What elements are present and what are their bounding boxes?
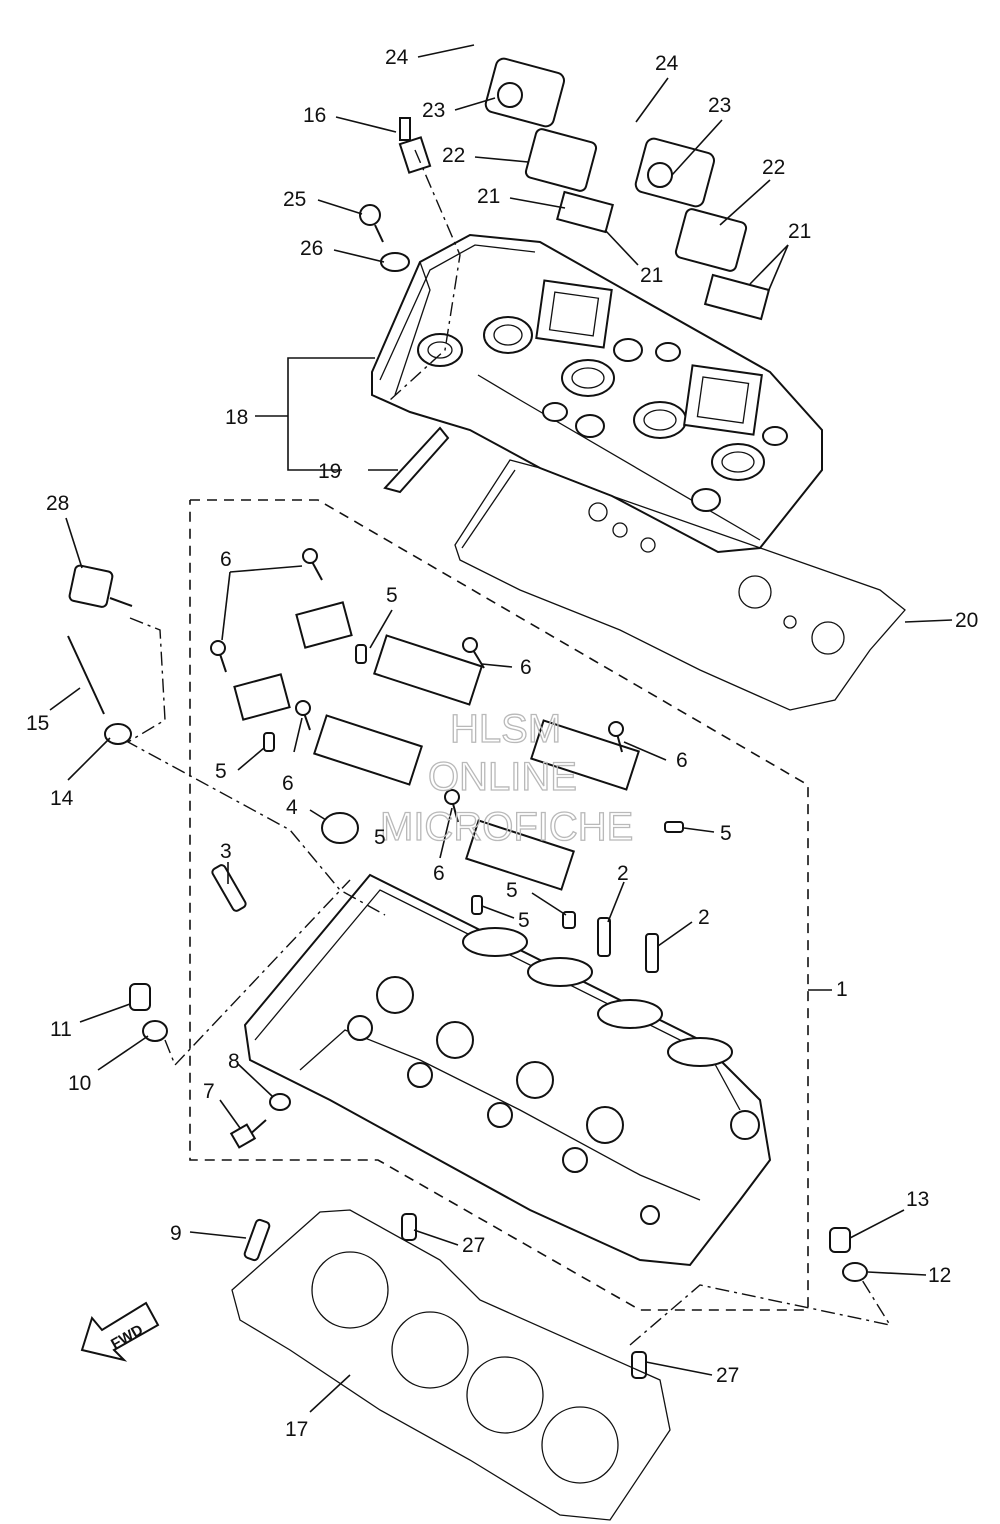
head-cover — [371, 233, 823, 554]
ignition-coils — [484, 57, 715, 208]
callout-21c: 21 — [788, 220, 811, 243]
spark-plug — [398, 117, 432, 174]
callout-6e: 6 — [433, 862, 445, 885]
watermark-line-3: MICROFICHE — [380, 805, 633, 849]
cap-bolts — [210, 548, 624, 823]
coil-gaskets — [524, 128, 748, 272]
bolt-7-washer-8 — [229, 1093, 291, 1149]
callout-25: 25 — [283, 188, 306, 211]
callout-23b: 23 — [708, 94, 731, 117]
callout-19: 19 — [318, 460, 341, 483]
callout-18: 18 — [225, 406, 248, 429]
callout-17: 17 — [285, 1418, 308, 1441]
callout-21a: 21 — [477, 185, 500, 208]
callout-12: 12 — [928, 1264, 951, 1287]
callout-11: 11 — [50, 1018, 72, 1041]
callout-2b: 2 — [698, 906, 710, 929]
leader-lines — [49, 44, 953, 1413]
callout-15: 15 — [26, 712, 49, 735]
stud-3 — [211, 864, 247, 912]
callout-2a: 2 — [617, 862, 629, 885]
head-cover-gasket — [454, 459, 906, 711]
dowel-pins — [263, 644, 684, 929]
callout-27b: 27 — [716, 1364, 739, 1387]
watermark-line-2: ONLINE — [428, 755, 577, 799]
fwd-arrow-icon: FWD — [80, 1301, 160, 1362]
stud-2b — [645, 933, 659, 973]
stud-2a — [597, 917, 611, 957]
callout-5e: 5 — [518, 909, 530, 932]
oil-bolt — [68, 564, 133, 608]
stud-bolt — [67, 635, 105, 715]
callout-7: 7 — [203, 1080, 215, 1103]
callout-24b: 24 — [655, 52, 679, 75]
callout-1: 1 — [836, 978, 848, 1001]
callout-6c: 6 — [282, 772, 294, 795]
dowel-27a — [401, 1213, 417, 1241]
callout-24a: 24 — [385, 46, 409, 69]
callout-13: 13 — [906, 1188, 929, 1211]
callout-4: 4 — [286, 796, 298, 819]
callout-5c: 5 — [720, 822, 732, 845]
stud-9 — [243, 1218, 271, 1262]
cover-bolt-and-washer — [359, 204, 410, 272]
callout-22a: 22 — [442, 144, 465, 167]
cap-11-washer-10 — [129, 983, 168, 1042]
cylinder-head-gasket — [231, 1209, 671, 1521]
callout-16: 16 — [303, 104, 326, 127]
callout-6b: 6 — [520, 656, 532, 679]
callout-3: 3 — [220, 840, 232, 863]
callout-22b: 22 — [762, 156, 785, 179]
callout-5f: 5 — [374, 826, 386, 849]
washer-14 — [104, 723, 132, 745]
callout-23a: 23 — [422, 99, 445, 122]
dowel-27b — [631, 1351, 647, 1379]
callout-20: 20 — [955, 609, 978, 632]
callout-28: 28 — [46, 492, 69, 515]
plug-13-washer-12 — [829, 1227, 868, 1282]
callout-27a: 27 — [462, 1234, 485, 1257]
callout-5b: 5 — [215, 760, 227, 783]
callout-5d: 5 — [506, 879, 518, 902]
callout-21b: 21 — [640, 264, 663, 287]
callout-6d: 6 — [676, 749, 688, 772]
camshaft-caps — [233, 601, 640, 891]
callout-26: 26 — [300, 237, 323, 260]
coil-connectors — [556, 190, 771, 321]
callout-9: 9 — [170, 1222, 182, 1245]
watermark-line-1: HLSM — [450, 707, 561, 751]
assembly-boundary — [189, 499, 809, 1311]
bracket — [383, 426, 450, 494]
callout-10: 10 — [68, 1072, 91, 1095]
callout-14: 14 — [50, 787, 74, 810]
callout-6a: 6 — [220, 548, 232, 571]
callout-labels: 24 23 16 22 21 21 25 26 24 23 22 21 18 1… — [26, 46, 978, 1441]
cylinder-head — [243, 873, 772, 1267]
callout-8: 8 — [228, 1050, 240, 1073]
axis-lines — [126, 617, 386, 916]
plug-4 — [321, 812, 359, 844]
callout-5a: 5 — [386, 584, 398, 607]
